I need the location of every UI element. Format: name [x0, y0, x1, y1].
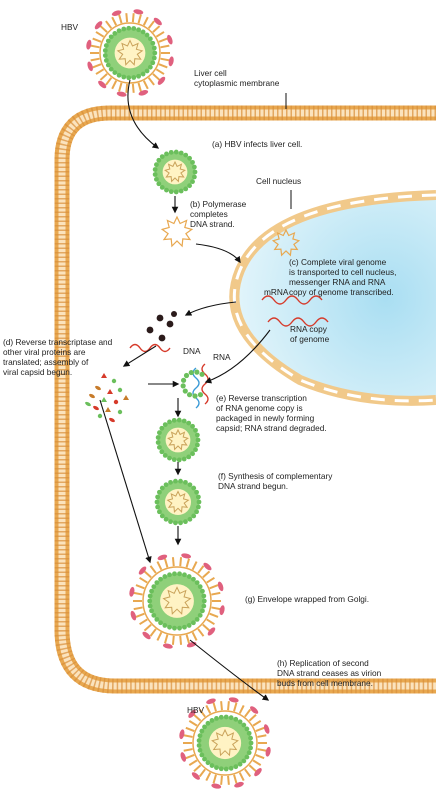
hbv-virion-top [86, 9, 174, 97]
mrna-strand [261, 295, 323, 305]
hbv-virion-bottom [179, 697, 271, 789]
step-g-label: (g) Envelope wrapped from Golgi. [245, 594, 370, 604]
hbv-label-top: HBV [61, 22, 79, 32]
membrane-label: Liver cell cytoplasmic membrane [194, 68, 280, 88]
step-d-label: (d) Reverse transcriptase and other vira… [3, 337, 113, 377]
process-arrows [99, 79, 271, 701]
viral-proteins [85, 373, 129, 423]
dna-strand [192, 367, 200, 409]
enveloped-virion-golgi [129, 553, 225, 649]
released-genome [160, 215, 194, 248]
entering-capsid [152, 149, 198, 195]
forming-capsid [180, 369, 205, 399]
cell-membrane [54, 105, 436, 694]
rna-copy-strand [267, 317, 329, 327]
mrna-label: mRNA [264, 287, 289, 297]
step-c-label: (c) Complete viral genome is transported… [289, 257, 397, 297]
rna-copy-label: RNA copy of genome [290, 324, 330, 344]
step-e-label: (e) Reverse transcription of RNA genome … [216, 393, 327, 433]
nucleus-label: Cell nucleus [256, 176, 302, 186]
capsid-complementary-synthesis [154, 478, 202, 526]
cell-nucleus [229, 190, 436, 406]
rna-strand [201, 363, 209, 405]
step-h-label: (h) Replication of second DNA strand cea… [277, 658, 382, 688]
capsid-reverse-transcription [155, 417, 201, 463]
dna-label: DNA [183, 346, 201, 356]
step-f-label: (f) Synthesis of complementary DNA stran… [218, 471, 333, 491]
step-b-label: (b) Polymerase completes DNA strand. [190, 199, 247, 229]
rna-label: RNA [213, 352, 231, 362]
nuclear-genome [271, 228, 301, 257]
ribosomes [146, 311, 177, 342]
label-pointers [285, 93, 292, 209]
translation-strand [129, 343, 171, 353]
hbv-label-bottom: HBV [187, 705, 205, 715]
step-a-label: (a) HBV infects liver cell. [212, 139, 303, 149]
